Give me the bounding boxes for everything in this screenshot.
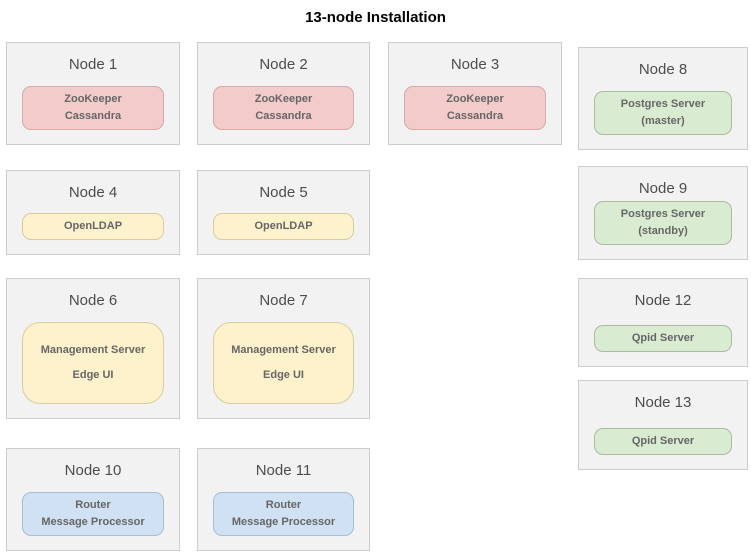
service-line: Edge UI (263, 369, 304, 381)
node-title: Node 3 (450, 56, 500, 73)
service-line: Router (265, 499, 302, 511)
diagram-title: 13-node Installation (305, 9, 446, 26)
node-card-4: Node 4 OpenLDAP (6, 170, 180, 255)
node-card-2: Node 2 ZooKeeper Cassandra (197, 42, 370, 145)
node-title: Node 7 (259, 292, 308, 309)
service-box: Qpid Server (594, 428, 732, 455)
node-title: Node 13 (634, 394, 692, 411)
node-title: Node 10 (64, 462, 122, 479)
service-line: ZooKeeper (254, 93, 313, 105)
service-box: OpenLDAP (213, 213, 354, 240)
service-box: Postgres Server (standby) (594, 201, 732, 245)
node-card-6: Node 6 Management Server Edge UI (6, 278, 180, 419)
node-title: Node 1 (68, 56, 118, 73)
service-line: Router (75, 499, 111, 511)
service-line: Cassandra (446, 110, 504, 122)
node-title: Node 9 (638, 180, 688, 197)
node-card-5: Node 5 OpenLDAP (197, 170, 370, 255)
service-line: (standby) (638, 225, 688, 237)
service-box: Postgres Server (master) (594, 91, 732, 135)
node-card-12: Node 12 Qpid Server (578, 278, 748, 367)
service-box: ZooKeeper Cassandra (213, 86, 354, 130)
service-box: ZooKeeper Cassandra (404, 86, 546, 130)
service-box: Management Server Edge UI (213, 322, 354, 404)
node-title: Node 8 (638, 61, 688, 78)
service-line: Cassandra (64, 110, 122, 122)
service-line: ZooKeeper (64, 93, 122, 105)
service-box: OpenLDAP (22, 213, 164, 240)
node-card-10: Node 10 Router Message Processor (6, 448, 180, 551)
node-title: Node 4 (68, 184, 118, 201)
node-title: Node 12 (634, 292, 692, 309)
service-line: Qpid Server (631, 435, 695, 447)
service-line: Management Server (40, 344, 146, 356)
node-card-11: Node 11 Router Message Processor (197, 448, 370, 551)
service-line: (master) (641, 115, 685, 127)
service-line: OpenLDAP (63, 220, 123, 232)
node-title: Node 2 (259, 56, 308, 73)
service-line: Message Processor (41, 516, 145, 528)
service-line: ZooKeeper (446, 93, 504, 105)
service-line: Cassandra (255, 110, 312, 122)
service-line: Postgres Server (620, 208, 706, 220)
service-box: Router Message Processor (22, 492, 164, 536)
service-box: Management Server Edge UI (22, 322, 164, 404)
service-line: Postgres Server (620, 98, 706, 110)
node-title: Node 11 (255, 462, 312, 479)
service-box: ZooKeeper Cassandra (22, 86, 164, 130)
node-card-13: Node 13 Qpid Server (578, 380, 748, 470)
node-card-9: Node 9 Postgres Server (standby) (578, 166, 748, 260)
node-title: Node 6 (68, 292, 118, 309)
node-card-8: Node 8 Postgres Server (master) (578, 47, 748, 150)
service-line: OpenLDAP (254, 220, 313, 232)
node-card-7: Node 7 Management Server Edge UI (197, 278, 370, 419)
service-line: Edge UI (72, 369, 114, 381)
node-title: Node 5 (259, 184, 308, 201)
node-card-3: Node 3 ZooKeeper Cassandra (388, 42, 562, 145)
service-line: Message Processor (231, 516, 336, 528)
node-card-1: Node 1 ZooKeeper Cassandra (6, 42, 180, 145)
service-box: Qpid Server (594, 325, 732, 352)
service-line: Management Server (231, 344, 336, 356)
service-line: Qpid Server (631, 332, 695, 344)
service-box: Router Message Processor (213, 492, 354, 536)
